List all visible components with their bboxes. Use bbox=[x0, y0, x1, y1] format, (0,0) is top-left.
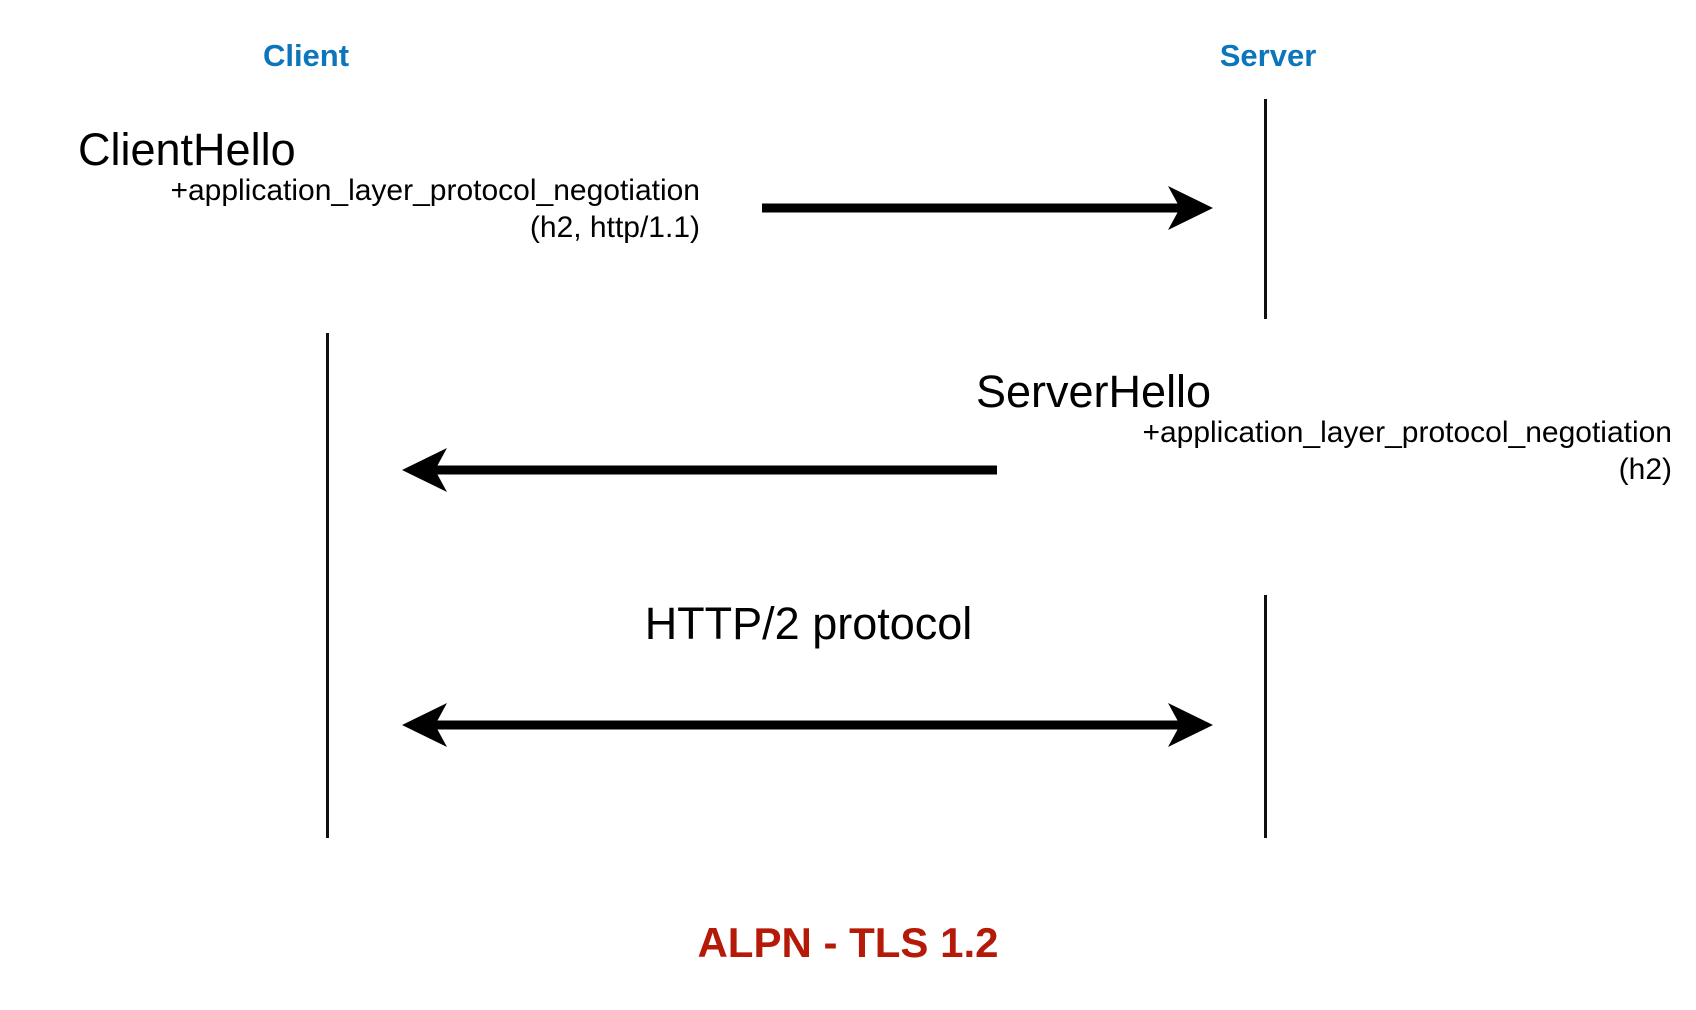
arrow-clienthello-to-server bbox=[762, 186, 1213, 230]
arrow-http2-bidirectional bbox=[402, 703, 1213, 747]
message-title-clienthello: ClientHello bbox=[78, 124, 296, 175]
arrow-serverhello-to-client bbox=[402, 448, 997, 492]
server-lifeline-segment-top bbox=[1264, 99, 1267, 319]
message-block-clienthello: ClientHello +application_layer_protocol_… bbox=[0, 126, 700, 246]
message-detail-clienthello-protocols: (h2, http/1.1) bbox=[529, 210, 700, 244]
message-title-serverhello: ServerHello bbox=[976, 366, 1212, 417]
participant-label-server: Server bbox=[1219, 38, 1317, 73]
participant-label-client: Client bbox=[262, 38, 350, 73]
message-detail-serverhello-extension: +application_layer_protocol_negotiation bbox=[1142, 416, 1672, 450]
message-block-serverhello: ServerHello +application_layer_protocol_… bbox=[972, 368, 1672, 488]
diagram-title: ALPN - TLS 1.2 bbox=[697, 919, 999, 966]
message-detail-clienthello-extension: +application_layer_protocol_negotiation bbox=[170, 174, 700, 208]
message-title-http2-protocol: HTTP/2 protocol bbox=[644, 598, 973, 649]
client-lifeline bbox=[326, 333, 329, 838]
server-lifeline-segment-bottom bbox=[1264, 595, 1267, 838]
message-detail-serverhello-protocol: (h2) bbox=[1618, 452, 1672, 486]
